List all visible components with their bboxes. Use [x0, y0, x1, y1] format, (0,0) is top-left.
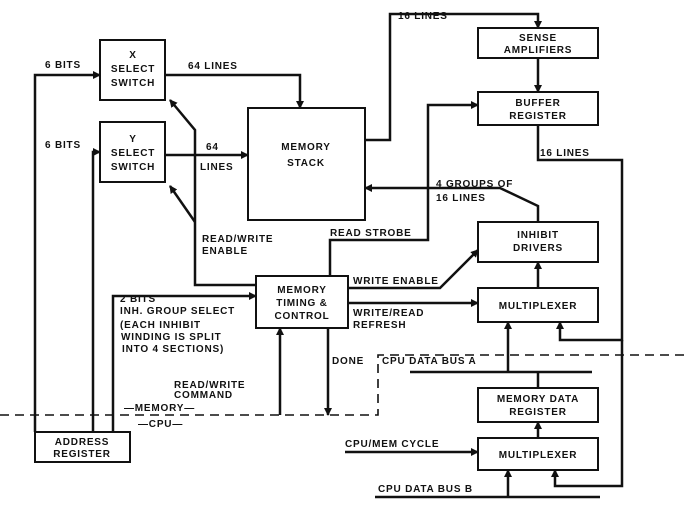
multiplexer-label: MULTIPLEXER: [499, 450, 578, 461]
memory-timing-control: MEMORY TIMING & CONTROL: [255, 275, 349, 329]
inhibit-drivers-label: INHIBIT: [517, 230, 559, 241]
y-select-switch: Y SELECT SWITCH: [99, 121, 166, 183]
write-read-refresh-label: REFRESH: [353, 320, 406, 331]
rw-command-label: READ/WRITE: [174, 380, 245, 391]
cpu-side-label: —CPU—: [138, 419, 183, 430]
rw-enable-label: READ/WRITE: [202, 234, 273, 245]
inhibit-group-select-label: 2 BITS: [120, 294, 156, 305]
inhibit-drivers: INHIBIT DRIVERS: [477, 221, 599, 263]
x-lines-label: 64 LINES: [188, 61, 238, 72]
write-read-refresh-label: WRITE/READ: [353, 308, 424, 319]
x-select-label: SELECT: [111, 64, 155, 75]
sense-amplifiers-label: SENSE: [519, 33, 557, 44]
read-strobe-label: READ STROBE: [330, 228, 412, 239]
memory-data-register-label: REGISTER: [509, 407, 567, 418]
multiplexer-label: MULTIPLEXER: [499, 301, 578, 312]
multiplexer-upper: MULTIPLEXER: [477, 287, 599, 323]
buffer-register: BUFFER REGISTER: [477, 91, 599, 126]
cpu-mem-cycle-label: CPU/MEM CYCLE: [345, 439, 439, 450]
address-register-label: ADDRESS: [55, 437, 110, 448]
memory-side-label: —MEMORY—: [124, 403, 195, 414]
buffer-register-label: REGISTER: [509, 111, 567, 122]
sense-amplifiers: SENSE AMPLIFIERS: [477, 27, 599, 59]
inhibit-group-select-label: (EACH INHIBIT: [120, 320, 201, 331]
inhibit-group-select-label: INH. GROUP SELECT: [120, 306, 235, 317]
done-label: DONE: [332, 356, 364, 367]
x-select-label: X: [129, 50, 136, 61]
memory-stack-label: MEMORY: [281, 142, 330, 153]
timing-control-label: CONTROL: [274, 311, 329, 322]
x-bits-label: 6 BITS: [45, 60, 81, 71]
multiplexer-lower: MULTIPLEXER: [477, 437, 599, 471]
sense-lines-label: 16 LINES: [398, 11, 448, 22]
inhibit-groups-label: 4 GROUPS OF: [436, 179, 513, 190]
x-select-label: SWITCH: [111, 78, 155, 89]
rw-command-label: COMMAND: [174, 390, 233, 401]
memory-stack-label: STACK: [287, 158, 325, 169]
memory-stack: MEMORY STACK: [247, 107, 366, 221]
y-lines-label: 64: [206, 142, 219, 153]
sense-amplifiers-label: AMPLIFIERS: [504, 45, 573, 56]
buffer-lines-label: 16 LINES: [540, 148, 590, 159]
y-select-label: SWITCH: [111, 162, 155, 173]
address-register: ADDRESS REGISTER: [34, 431, 131, 463]
y-select-label: SELECT: [111, 148, 155, 159]
memory-data-register-label: MEMORY DATA: [497, 394, 579, 405]
buffer-register-label: BUFFER: [515, 98, 560, 109]
inhibit-drivers-label: DRIVERS: [513, 243, 563, 254]
y-bits-label: 6 BITS: [45, 140, 81, 151]
signal-labels: 6 BITS 6 BITS 64 LINES 64 LINES 16 LINES…: [45, 11, 590, 495]
x-select-switch: X SELECT SWITCH: [99, 39, 166, 101]
timing-control-label: MEMORY: [277, 285, 326, 296]
connections: [33, 12, 624, 499]
y-select-label: Y: [129, 134, 136, 145]
cpu-data-bus-b-label: CPU DATA BUS B: [378, 484, 473, 495]
cpu-data-bus-a-label: CPU DATA BUS A: [382, 356, 477, 367]
memory-cpu-boundary: [0, 354, 688, 416]
timing-control-label: TIMING &: [276, 298, 327, 309]
inhibit-groups-label: 16 LINES: [436, 193, 486, 204]
write-enable-label: WRITE ENABLE: [353, 276, 439, 287]
inhibit-group-select-label: WINDING IS SPLIT: [121, 332, 222, 343]
inhibit-group-select-label: INTO 4 SECTIONS): [122, 344, 224, 355]
y-lines-label: LINES: [200, 162, 233, 173]
address-register-label: REGISTER: [53, 449, 111, 460]
rw-enable-label: ENABLE: [202, 246, 248, 257]
memory-data-register: MEMORY DATA REGISTER: [477, 387, 599, 423]
